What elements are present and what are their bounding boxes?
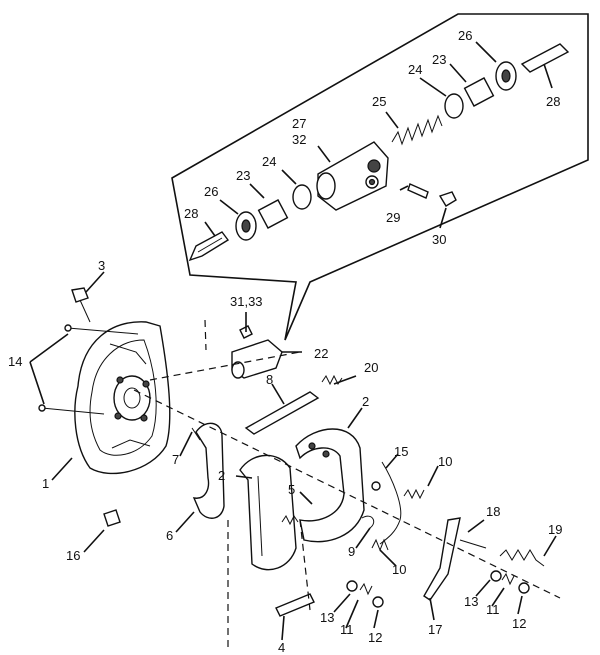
callout-24-left: 24 — [262, 154, 276, 169]
callout-8: 8 — [266, 372, 273, 387]
adjuster-lever — [244, 391, 320, 435]
inset-spring — [391, 114, 443, 146]
callout-29: 29 — [386, 210, 400, 225]
callout-28-left: 28 — [184, 206, 198, 221]
adjuster-cable — [379, 461, 402, 545]
hold-down-pin — [191, 427, 201, 441]
hold-down-spring — [281, 515, 375, 529]
callout-15: 15 — [394, 444, 408, 459]
inset-cup-right — [444, 93, 464, 119]
callout-23-right: 23 — [432, 52, 446, 67]
inset-bleeder-screw — [407, 183, 429, 199]
inset-leader-lines — [204, 41, 553, 237]
callout-31-33: 31,33 — [230, 294, 263, 309]
callout-7: 7 — [172, 452, 179, 467]
inset-bleeder-pin-left — [188, 231, 230, 262]
callout-16: 16 — [66, 548, 80, 563]
callout-12-right: 12 — [512, 616, 526, 631]
callout-26-right: 26 — [458, 28, 472, 43]
callout-2-upper: 2 — [362, 394, 369, 409]
callout-13-right: 13 — [464, 594, 478, 609]
strut — [459, 539, 487, 549]
callout-22: 22 — [314, 346, 328, 361]
callout-6: 6 — [166, 528, 173, 543]
callout-labels: 1 2 2 3 4 5 6 7 8 9 10 10 11 11 12 12 13… — [8, 28, 562, 655]
hardware-right — [490, 570, 530, 594]
inset-cylinder-body — [316, 141, 389, 211]
inset-boot-left — [235, 211, 257, 241]
callout-11-left: 11 — [340, 622, 354, 637]
access-plug — [103, 509, 121, 527]
callout-26-left: 26 — [204, 184, 218, 199]
callout-2-lower: 2 — [218, 468, 225, 483]
callout-4: 4 — [278, 640, 285, 655]
callout-24-right: 24 — [408, 62, 422, 77]
callout-14: 14 — [8, 354, 22, 369]
brake-shoe-rear — [295, 428, 365, 543]
anchor-pin — [275, 593, 315, 617]
parking-brake-lever — [423, 517, 461, 601]
callout-12-left: 12 — [368, 630, 382, 645]
hardware-left — [346, 580, 384, 608]
strut-spring — [499, 549, 545, 567]
studs — [38, 324, 139, 415]
shoe-web — [192, 422, 225, 519]
callout-10-lower: 10 — [392, 562, 406, 577]
callout-23-left: 23 — [236, 168, 250, 183]
brake-shoe-front — [239, 454, 297, 571]
inset-piston-left — [257, 199, 289, 229]
inset-pin-right — [520, 43, 570, 73]
detail-inset-border — [171, 13, 589, 341]
wheel-cylinder — [231, 325, 283, 379]
inset-cup-left — [292, 184, 312, 210]
callout-3: 3 — [98, 258, 105, 273]
inset-boot-right — [495, 61, 517, 91]
callout-27: 27 — [292, 116, 306, 131]
callout-32: 32 — [292, 132, 306, 147]
callout-13-left: 13 — [320, 610, 334, 625]
callout-1: 1 — [42, 476, 49, 491]
callout-30: 30 — [432, 232, 446, 247]
main-leader-lines — [29, 271, 557, 641]
centerlines — [133, 319, 561, 652]
inset-piston-right — [463, 77, 495, 107]
callout-5: 5 — [288, 482, 295, 497]
callout-19: 19 — [548, 522, 562, 537]
callout-9: 9 — [348, 544, 355, 559]
callout-20: 20 — [364, 360, 378, 375]
callout-17: 17 — [428, 622, 442, 637]
callout-10-upper: 10 — [438, 454, 452, 469]
adjuster-spring-lower — [371, 538, 389, 552]
mounting-bolt — [71, 287, 91, 323]
callout-18: 18 — [486, 504, 500, 519]
inset-bleeder-cap — [438, 191, 457, 207]
callout-25: 25 — [372, 94, 386, 109]
backing-plate — [74, 321, 171, 475]
callout-28-right: 28 — [546, 94, 560, 109]
adjuster-spring-upper — [371, 481, 425, 500]
callout-11-right: 11 — [486, 602, 500, 617]
